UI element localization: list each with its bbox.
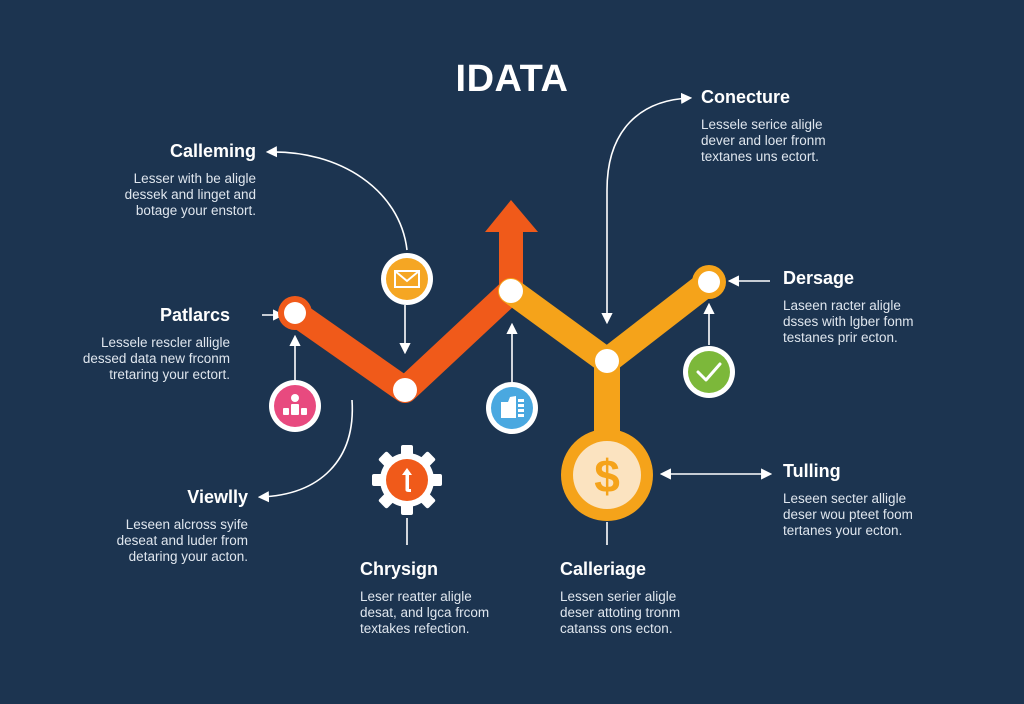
desc-line: testanes prir ecton. (783, 330, 898, 345)
block-description: Lessele serice aligle dever and loer fro… (701, 117, 921, 165)
data-node-1 (284, 302, 306, 324)
desc-line: deseat and luder from (116, 533, 248, 548)
connector-calleming (265, 146, 408, 251)
desc-line: botage your enstort. (135, 203, 256, 218)
desc-line: detaring your acton. (128, 549, 248, 564)
block-description: Lesser with be aligle dessek and linget … (60, 171, 256, 219)
thumbs-up-icon (486, 382, 538, 434)
block-description: Leser reatter aligle desat, and lgca frc… (360, 589, 550, 637)
desc-line: dsses with lgber fonm (783, 314, 914, 329)
info-block-tulling: Tulling Leseen secter alligle deser wou … (783, 461, 1003, 539)
info-block-chrysign: Chrysign Leser reatter aligle desat, and… (360, 559, 550, 637)
desc-line: deser wou pteet foom (783, 507, 913, 522)
info-block-patlarcs: Patlarcs Lessele rescler alligle dessed … (40, 305, 230, 383)
desc-line: desat, and lgca frcom (360, 605, 490, 620)
block-heading: Calleming (169, 141, 256, 161)
info-block-calleriage: Calleriage Lessen serier aligle deser at… (560, 559, 750, 637)
block-heading: Conecture (701, 87, 791, 107)
info-block-dersage: Dersage Laseen racter aligle dsses with … (783, 268, 1003, 346)
desc-line: Leseen secter alligle (783, 491, 907, 506)
page-title: IDATA (455, 58, 569, 100)
info-block-calleming: Calleming Lesser with be aligle dessek a… (60, 141, 256, 219)
desc-line: Leseen alcross syife (125, 517, 248, 532)
up-arrow-head (485, 200, 538, 232)
desc-line: Lesser with be aligle (133, 171, 256, 186)
desc-line: tretaring your ectort. (109, 367, 230, 382)
block-description: Leseen alcross syife deseat and luder fr… (50, 517, 248, 565)
data-nodes (284, 271, 720, 402)
desc-line: catanss ons ecton. (560, 621, 673, 636)
gear-arrow-icon (372, 445, 442, 515)
desc-line: Leser reatter aligle (360, 589, 472, 604)
connector-conecture (601, 92, 693, 325)
block-heading: Dersage (783, 268, 855, 288)
block-description: Leseen secter alligle deser wou pteet fo… (783, 491, 1003, 539)
data-node-3 (499, 279, 523, 303)
connector-lines (257, 92, 773, 545)
desc-line: Laseen racter aligle (783, 298, 901, 313)
desc-line: dessek and linget and (124, 187, 256, 202)
desc-line: Lessen serier aligle (560, 589, 677, 604)
block-heading: Tulling (783, 461, 841, 481)
desc-line: dessed data new frconm (82, 351, 230, 366)
dollar-icon: $ (561, 429, 653, 521)
desc-line: dever and loer fronm (701, 133, 826, 148)
desc-line: deser attoting tronm (560, 605, 681, 620)
block-heading: Patlarcs (159, 305, 230, 325)
data-node-5 (698, 271, 720, 293)
block-heading: Calleriage (560, 559, 647, 579)
desc-line: textanes uns ectort. (701, 149, 819, 164)
info-block-viewlly: Viewlly Leseen alcross syife deseat and … (50, 487, 248, 565)
desc-line: Lessele rescler alligle (100, 335, 230, 350)
data-node-2 (393, 378, 417, 402)
checkmark-icon (683, 346, 735, 398)
info-block-conecture: Conecture Lessele serice aligle dever an… (701, 87, 921, 165)
connector-viewlly (257, 399, 354, 503)
envelope-icon (381, 253, 433, 305)
block-description: Lessen serier aligle deser attoting tron… (560, 589, 750, 637)
block-description: Lessele rescler alligle dessed data new … (40, 335, 230, 383)
desc-line: Lessele serice aligle (701, 117, 823, 132)
block-heading: Viewlly (187, 487, 248, 507)
dollar-symbol: $ (594, 450, 620, 502)
desc-line: textakes refection. (360, 621, 470, 636)
user-org-icon (269, 380, 321, 432)
trend-line-red-segment (282, 278, 524, 403)
desc-line: tertanes your ecton. (783, 523, 903, 538)
data-node-4 (595, 349, 619, 373)
block-description: Laseen racter aligle dsses with lgber fo… (783, 298, 1003, 346)
block-heading: Chrysign (360, 559, 439, 579)
